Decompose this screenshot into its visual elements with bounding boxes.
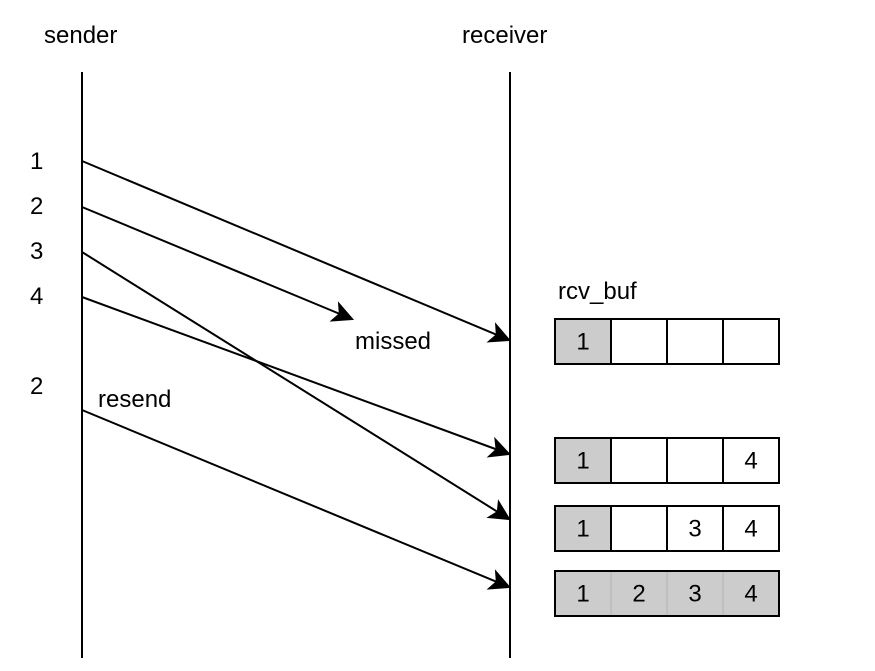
- packet-2-resend-arrow: [81, 409, 512, 590]
- buffer-cell: [611, 438, 667, 483]
- buffer-border: [554, 437, 780, 484]
- rcv-buffer-4: 1 2 3 4: [554, 570, 780, 617]
- rcv-buffer-1: 1: [554, 318, 780, 365]
- buffer-cell-value: 4: [744, 581, 757, 608]
- seq-label-4: 4: [30, 283, 43, 310]
- sender-header: sender: [44, 22, 117, 49]
- packet-1-arrow: [81, 160, 512, 343]
- buffer-cell: [723, 319, 779, 364]
- buffer-border: [554, 505, 780, 552]
- buffer-cell: [723, 438, 779, 483]
- buffer-cell: [667, 571, 723, 616]
- buffer-cell-value: 4: [744, 448, 757, 475]
- seq-label-1: 1: [30, 148, 43, 175]
- buffer-cell: [611, 571, 667, 616]
- buffer-cell: [667, 319, 723, 364]
- buffer-cell-value: 1: [576, 516, 589, 543]
- buffer-cell: [611, 506, 667, 551]
- buffer-cell: [667, 506, 723, 551]
- rcv-buffer-3: 1 3 4: [554, 505, 780, 552]
- packet-4-arrow: [81, 296, 512, 458]
- buffer-cell: [555, 319, 611, 364]
- seq-label-resend: 2: [30, 373, 43, 400]
- buffer-cell: [555, 571, 611, 616]
- buffer-cell: [611, 319, 667, 364]
- receiver-header: receiver: [462, 22, 547, 49]
- buffer-cell-value: 3: [688, 581, 701, 608]
- buffer-cell: [723, 506, 779, 551]
- buffer-cell-value: 3: [688, 516, 701, 543]
- buffer-cell-value: 2: [632, 581, 645, 608]
- packet-3-arrow: [81, 251, 511, 521]
- buffer-border: [554, 570, 780, 617]
- buffer-border: [554, 318, 780, 365]
- buffer-cell-value: 1: [576, 329, 589, 356]
- seq-label-3: 3: [30, 238, 43, 265]
- resend-label: resend: [98, 386, 171, 413]
- rcv-buf-label: rcv_buf: [558, 278, 637, 305]
- buffer-cell: [555, 506, 611, 551]
- buffer-cell-value: 1: [576, 581, 589, 608]
- buffer-cell: [723, 571, 779, 616]
- buffer-cell: [667, 438, 723, 483]
- packet-2-missed-arrow: [81, 206, 355, 322]
- buffer-cell-value: 1: [576, 448, 589, 475]
- missed-label: missed: [355, 328, 431, 355]
- buffer-cell-value: 4: [744, 516, 757, 543]
- buffer-cell: [555, 438, 611, 483]
- seq-label-2: 2: [30, 193, 43, 220]
